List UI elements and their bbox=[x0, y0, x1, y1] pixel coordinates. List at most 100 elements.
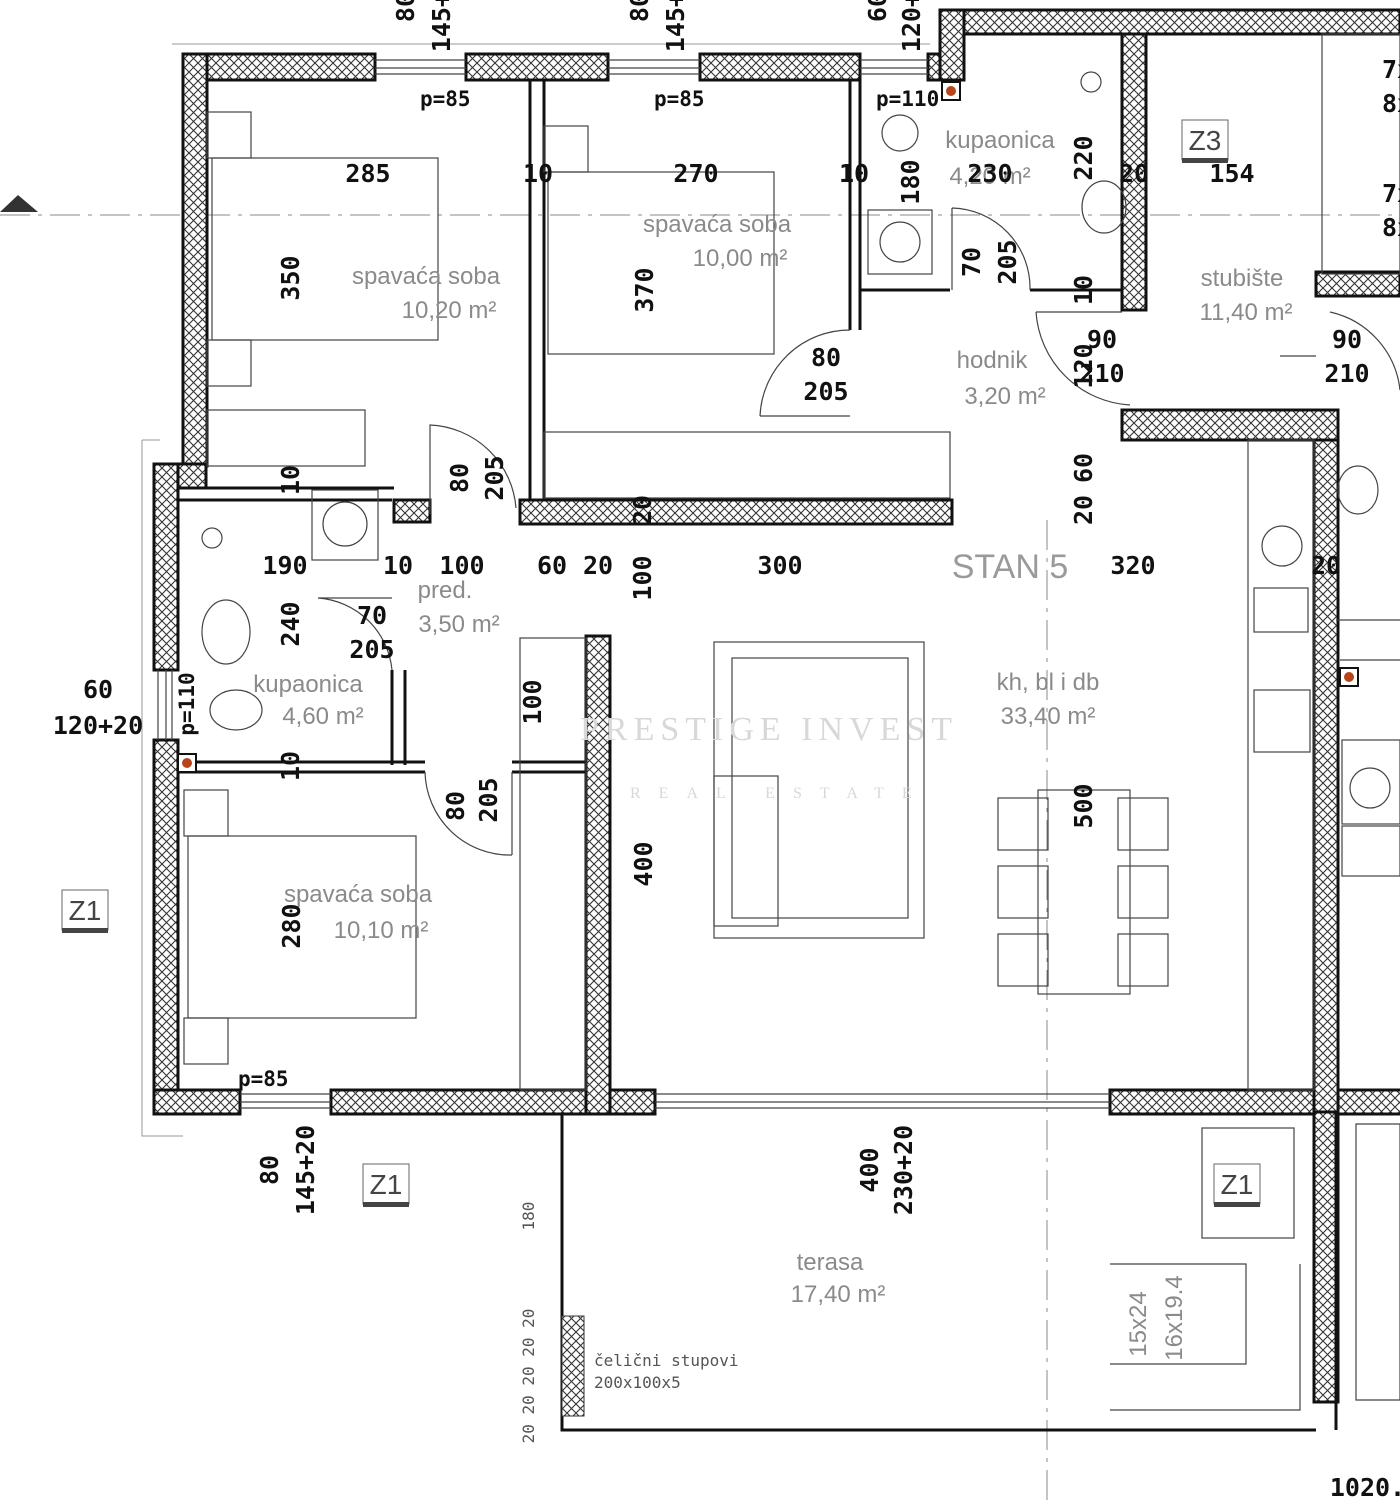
section-tags: Z3 Z1 Z1 Z1 bbox=[61, 119, 1261, 1207]
room-area: 4,20 m² bbox=[949, 163, 1030, 190]
dimension: 80 bbox=[625, 0, 654, 22]
section-marker bbox=[0, 195, 38, 212]
dimension: 60 bbox=[537, 551, 567, 580]
edge-label: 8x bbox=[1382, 89, 1400, 118]
doors bbox=[317, 207, 1400, 856]
sill-height: p=110 bbox=[876, 87, 939, 111]
room-area: 3,50 m² bbox=[418, 611, 499, 638]
dimension: 70 bbox=[957, 247, 986, 277]
dimension: 205 bbox=[480, 455, 509, 500]
dimension: 90 bbox=[1087, 325, 1117, 354]
room-area: 17,40 m² bbox=[791, 1281, 886, 1308]
dimension: 60 bbox=[1069, 453, 1098, 483]
dimension: 80 bbox=[445, 463, 474, 493]
stair-label: 16x19.4 bbox=[1161, 1275, 1188, 1360]
watermark-line2: REAL ESTATE bbox=[630, 785, 930, 802]
room-name: hodnik bbox=[957, 347, 1029, 374]
dimension: 10 bbox=[383, 551, 413, 580]
section-tag: Z1 bbox=[69, 895, 102, 926]
dimension: 120 bbox=[1069, 343, 1098, 388]
dimension: 80 bbox=[811, 343, 841, 372]
room-name: pred. bbox=[418, 577, 473, 604]
dimension: 80 bbox=[441, 791, 470, 821]
dimension: 10 bbox=[523, 159, 553, 188]
dimension: 205 bbox=[993, 239, 1022, 284]
dimension: 240 bbox=[276, 601, 305, 646]
dimension: 60 bbox=[863, 0, 892, 22]
dimension: 100 bbox=[628, 555, 657, 600]
dimension: 1020.2 bbox=[1330, 1473, 1400, 1502]
sill-height: p=85 bbox=[654, 87, 705, 111]
edge-label: 8x bbox=[1382, 213, 1400, 242]
room-area: 10,00 m² bbox=[693, 245, 788, 272]
room-labels: spavaća soba 10,20 m² spavaća soba 10,00… bbox=[253, 127, 1292, 1308]
edge-label: 7x bbox=[1382, 179, 1400, 208]
dimension: 120+ bbox=[897, 0, 926, 52]
dimension: 230+20 bbox=[889, 1125, 918, 1215]
dimension: 120+20 bbox=[53, 711, 143, 740]
walls bbox=[152, 8, 1400, 1404]
room-name: kupaonica bbox=[945, 127, 1055, 154]
dimension: 145+ bbox=[661, 0, 690, 52]
room-area: 10,20 m² bbox=[402, 297, 497, 324]
room-name: kupaonica bbox=[253, 671, 363, 698]
room-area: 10,10 m² bbox=[334, 917, 429, 944]
dimension: 80 bbox=[391, 0, 420, 22]
dimension: 70 bbox=[357, 601, 387, 630]
dimension: 285 bbox=[345, 159, 390, 188]
section-tag: Z1 bbox=[370, 1169, 403, 1200]
sill-height: p=85 bbox=[238, 1067, 289, 1091]
dimension: 190 bbox=[262, 551, 307, 580]
dimension: 210 bbox=[1324, 359, 1369, 388]
dimensions: 285 10 270 10 230 20 154 190 10 100 60 2… bbox=[53, 159, 1400, 1502]
dimension: 20 bbox=[1311, 551, 1341, 580]
dimension: 370 bbox=[630, 267, 659, 312]
dimension: 500 bbox=[1069, 783, 1098, 828]
room-area: 11,40 m² bbox=[1200, 299, 1293, 326]
room-name: stubište bbox=[1201, 265, 1284, 292]
dimension: 10 bbox=[276, 465, 305, 495]
dimension: 205 bbox=[349, 635, 394, 664]
dimension: 60 bbox=[83, 675, 113, 704]
dimension: 350 bbox=[276, 255, 305, 300]
section-tag: Z3 bbox=[1189, 125, 1222, 156]
dimension: 280 bbox=[277, 903, 306, 948]
sill-heights: p=85 p=85 p=110 p=110 p=85 bbox=[175, 87, 939, 1091]
dimension: 100 bbox=[518, 679, 547, 724]
dimension: 20 bbox=[628, 495, 657, 525]
room-name: kh, bl i db bbox=[997, 669, 1100, 696]
note-line: čelični stupovi bbox=[594, 1351, 739, 1370]
unit-name: STAN 5 bbox=[952, 548, 1069, 586]
dimension: 300 bbox=[757, 551, 802, 580]
partitions bbox=[178, 80, 1338, 1432]
dimension: 205 bbox=[474, 777, 503, 822]
dimension: 10 bbox=[276, 751, 305, 781]
dimension: 400 bbox=[629, 841, 658, 886]
dimension: 180 bbox=[896, 159, 925, 204]
dimension: 230 bbox=[967, 159, 1012, 188]
axis-lines bbox=[0, 214, 1400, 1508]
windows bbox=[141, 43, 1110, 1137]
room-name: terasa bbox=[797, 1249, 864, 1276]
dimension: 20 20 20 20 20 bbox=[519, 1309, 538, 1444]
sill-height: p=85 bbox=[420, 87, 471, 111]
dimension: 90 bbox=[1332, 325, 1362, 354]
stair-label: 15x24 bbox=[1125, 1291, 1152, 1356]
furniture bbox=[183, 33, 1400, 1417]
room-name: spavaća soba bbox=[284, 881, 433, 908]
dimension: 145+ bbox=[427, 0, 456, 52]
room-area: 3,20 m² bbox=[964, 383, 1045, 410]
dimension: 205 bbox=[803, 377, 848, 406]
room-name: spavaća soba bbox=[352, 263, 501, 290]
dimension: 10 bbox=[839, 159, 869, 188]
room-name: spavaća soba bbox=[643, 211, 792, 238]
vertical-dimensions: 350 370 180 220 70 205 10 120 80 205 10 … bbox=[255, 0, 1098, 1443]
edge-label: 7x bbox=[1382, 55, 1400, 84]
dimension: 320 bbox=[1110, 551, 1155, 580]
dimension: 20 bbox=[583, 551, 613, 580]
room-area: 33,40 m² bbox=[1001, 703, 1096, 730]
dimension: 20 bbox=[1069, 495, 1098, 525]
dimension: 145+20 bbox=[291, 1125, 320, 1215]
dimension: 100 bbox=[439, 551, 484, 580]
